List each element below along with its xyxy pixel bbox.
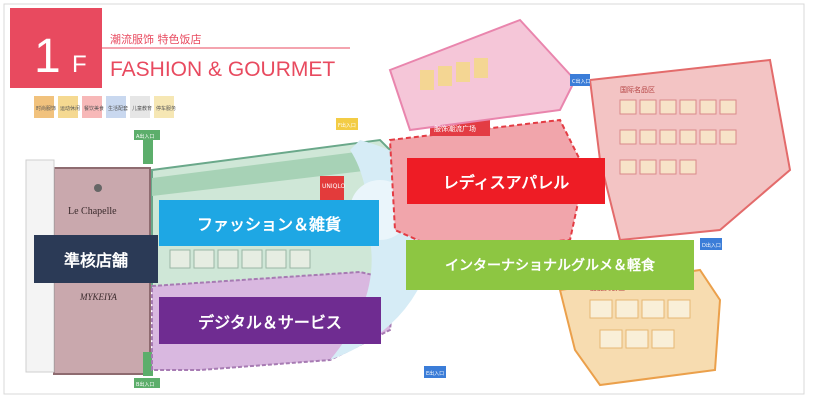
floor-letter: F [72, 51, 87, 78]
ladies-apparel-label: レディスアパレル [407, 158, 605, 204]
legend-item-3: 生活配套 [108, 105, 128, 112]
legend-item-5: 停车服务 [156, 105, 176, 112]
store-uniqlo: UNIQLO [322, 183, 346, 190]
legend [34, 96, 174, 118]
legend-item-1: 运动休闲 [60, 105, 80, 112]
entrance-label-5: F出入口 [338, 122, 356, 129]
zone-name-1: 国际名品区 [620, 85, 655, 94]
legend-item-0: 时尚服饰 [36, 105, 56, 112]
store-le-chapelle: Le Chapelle [68, 206, 117, 217]
entrance-label-0: A出入口 [136, 133, 154, 140]
anchor-stores-label: 準核店舗 [34, 235, 158, 283]
entrance-label-3: D出入口 [702, 242, 721, 249]
zone-name-0: 服饰潮流广场 [434, 124, 476, 133]
entrance-label-1: B出入口 [136, 381, 154, 388]
fashion-goods-label: ファッション＆雑貨 [159, 200, 379, 246]
international-gourmet-label: インターナショナルグルメ＆軽食 [406, 240, 694, 290]
floor-number: 1 [34, 30, 61, 83]
store-mykeiya: MYKEIYA [79, 292, 117, 302]
floor-subtitle: 潮流服饰 特色饭店 [110, 32, 202, 46]
entrance-label-2: C出入口 [572, 78, 591, 85]
digital-service-label: デジタル＆サービス [159, 297, 381, 344]
floor-title: FASHION & GOURMET [110, 58, 335, 81]
legend-item-4: 儿童教育 [132, 105, 152, 112]
entrance-label-4: E出入口 [426, 370, 444, 377]
legend-item-2: 餐饮美食 [84, 105, 104, 112]
floor-badge [10, 8, 102, 88]
